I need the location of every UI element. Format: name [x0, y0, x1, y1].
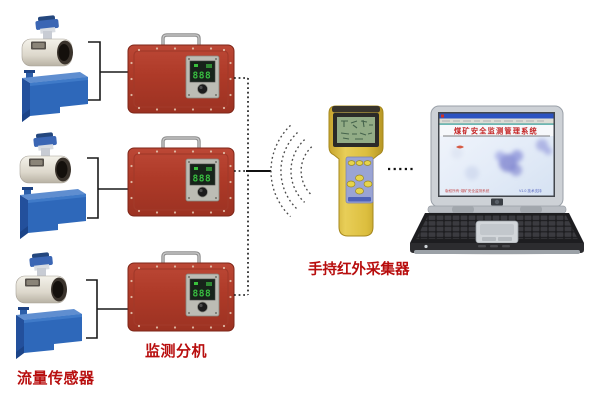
monitor-unit-label: 监测分机	[145, 344, 208, 360]
laptop-screen-footer-right: V1.0 技术支持	[519, 188, 542, 193]
dashed-bus-line	[234, 77, 249, 296]
laptop-screen-footer: 版权所有·煤矿安全监测系统 V1.0 技术支持	[445, 188, 542, 193]
box3-display-value: 888	[193, 289, 212, 300]
box1-display-value: 888	[193, 71, 212, 82]
handheld-label: 手持红外采集器	[308, 262, 410, 278]
sensor-to-box-connector-1	[88, 41, 128, 101]
wireless-signal-icon	[270, 124, 313, 218]
sensor-to-box-connector-2	[87, 157, 128, 219]
laptop: 煤矿安全监测管理系统 版权所有·煤矿安全监测系统 V1.0 技术支持	[410, 105, 584, 255]
handheld-collector	[328, 105, 384, 237]
flow-sensor-label: 流量传感器	[17, 371, 95, 387]
box2-display-value: 888	[193, 174, 212, 185]
sensor-to-box-connector-3	[86, 279, 128, 339]
laptop-screen-title: 煤矿安全监测管理系统	[454, 127, 538, 136]
laptop-screen-footer-left: 版权所有·煤矿安全监测系统	[445, 188, 490, 193]
